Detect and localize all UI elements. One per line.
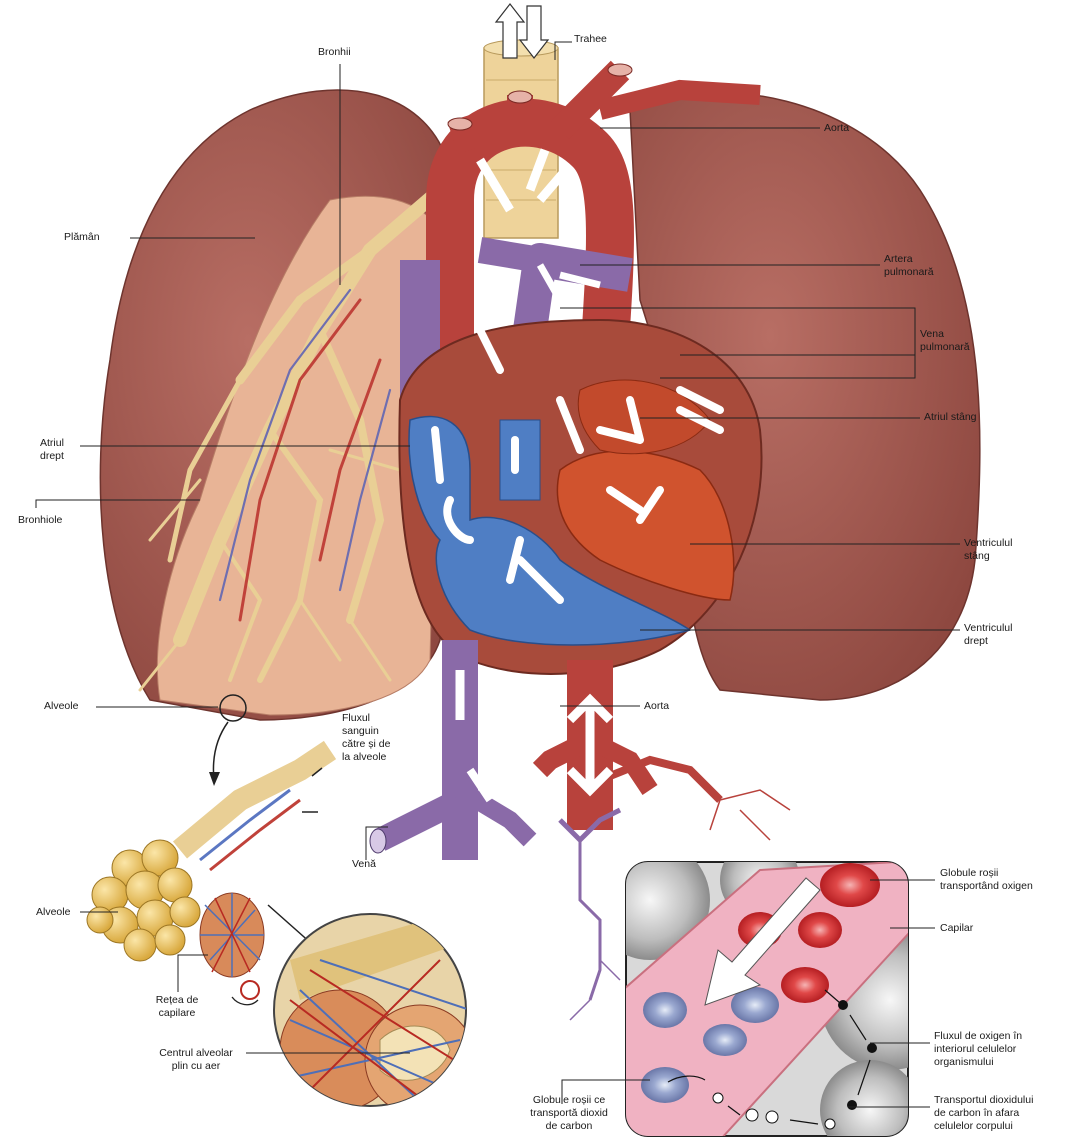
label-fluxul-sanguin: Fluxul sanguin către și de la alveole xyxy=(342,712,390,764)
label-atriul-stang: Atriul stâng xyxy=(924,411,977,424)
label-transportul-dioxid: Transportul dioxidului de carbon în afar… xyxy=(934,1094,1033,1133)
label-plaman: Plămân xyxy=(64,231,100,244)
label-vena: Venă xyxy=(352,858,376,871)
label-bronhiole: Bronhiole xyxy=(18,514,62,527)
label-ventriculul-stang: Ventriculul stâng xyxy=(964,537,1012,563)
label-fluxul-oxigen: Fluxul de oxigen în interiorul celulelor… xyxy=(934,1030,1022,1069)
label-bronhii: Bronhii xyxy=(318,46,351,59)
label-atriul-drept: Atriul drept xyxy=(40,437,64,463)
label-aorta-top: Aorta xyxy=(824,122,849,135)
label-retea-capilare: Rețea de capilare xyxy=(142,994,212,1020)
small-veins xyxy=(560,810,620,1020)
label-centrul-alveolar: Centrul alveolar plin cu aer xyxy=(144,1047,248,1073)
label-globule-rosii-oxigen: Globule roșii transportând oxigen xyxy=(940,867,1033,893)
label-artera-pulmonara: Artera pulmonară xyxy=(884,253,934,279)
label-alveole-bottom: Alveole xyxy=(36,906,70,919)
label-vena-pulmonara: Vena pulmonară xyxy=(920,328,970,354)
label-aorta-bottom: Aorta xyxy=(644,700,669,713)
label-globule-rosii-dioxid: Globule roșii ce transportă dioxid de ca… xyxy=(514,1094,624,1133)
label-trahee: Trahee xyxy=(574,33,607,46)
label-ventriculul-drept: Ventriculul drept xyxy=(964,622,1012,648)
capillary-box xyxy=(590,840,960,1141)
label-alveole-top: Alveole xyxy=(44,700,78,713)
label-capilar: Capilar xyxy=(940,922,973,935)
